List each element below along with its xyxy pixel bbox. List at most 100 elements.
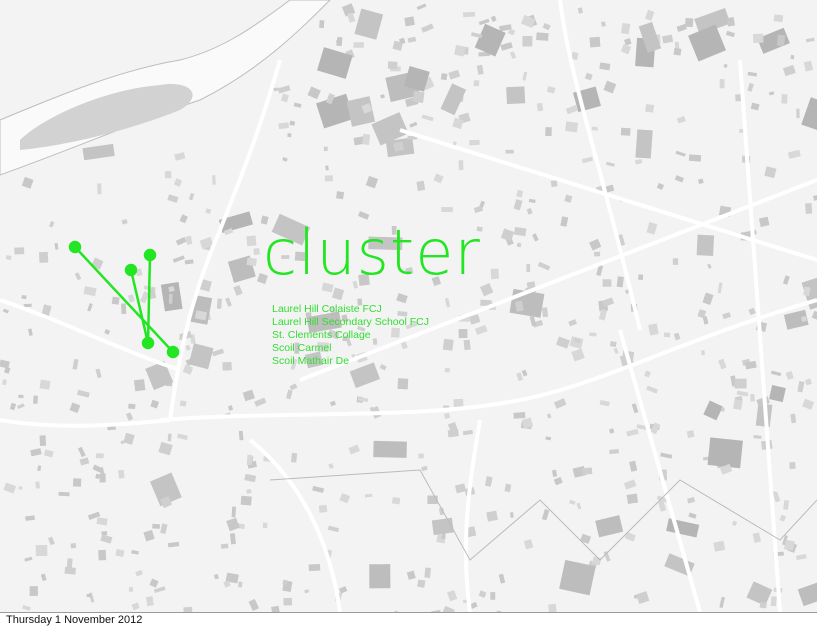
building [785,370,794,380]
building [304,589,310,594]
building [646,222,658,235]
building [238,581,243,588]
building [801,316,807,322]
building [397,378,409,390]
building [164,170,172,179]
building [150,399,160,409]
building [812,193,817,201]
building [77,446,86,458]
building [753,33,764,43]
building [719,79,725,89]
building [707,437,743,469]
building [35,544,48,557]
building [581,156,594,164]
road [299,178,817,382]
building [571,51,579,61]
building [349,362,381,389]
building [327,525,340,533]
building [526,264,531,273]
building [490,268,500,280]
building [553,398,567,409]
building [595,515,624,538]
building [160,496,173,509]
building [182,364,194,375]
building [223,580,231,588]
building [347,12,356,23]
building [598,309,608,321]
building [594,251,601,257]
building [346,96,376,127]
building [638,274,644,281]
building [348,444,361,455]
building [542,22,551,31]
slide-title: cluster [263,216,481,289]
building [405,321,418,330]
building [620,127,631,136]
building [177,433,188,441]
building [479,282,494,297]
building [289,120,296,126]
building [513,412,526,419]
building [127,294,135,303]
building [722,312,732,320]
building [782,275,790,285]
river [0,0,331,176]
building [92,464,104,474]
building [490,592,496,600]
building [478,590,487,598]
building [790,413,797,424]
building [480,299,492,307]
building [546,86,556,94]
building [328,462,334,469]
building [674,41,680,50]
building [23,303,32,308]
building [444,297,451,308]
building [271,605,280,612]
building [245,488,252,495]
building [521,369,528,377]
building [225,297,232,307]
building [47,536,55,546]
building [734,378,747,389]
building [431,276,442,287]
building [624,38,632,46]
building [802,398,815,410]
building [225,572,239,584]
building [153,586,166,594]
building [29,586,38,596]
building [510,512,514,518]
building [783,539,795,551]
building [571,348,585,362]
building [331,287,345,301]
building [273,87,280,92]
building [83,286,97,297]
building [748,307,756,316]
building [645,104,655,113]
building [223,228,234,236]
building [188,192,195,201]
building [14,247,25,255]
building [167,194,179,203]
building [609,448,619,455]
building [104,329,111,335]
building [40,573,47,582]
building [35,481,40,489]
building [532,233,539,242]
building [603,80,617,94]
building [183,606,193,612]
road [463,419,482,612]
school-marker [124,263,138,277]
building [750,102,760,111]
building [758,216,770,227]
building [478,18,490,26]
building [317,47,353,79]
building [199,236,214,250]
building [789,462,796,470]
building [513,226,527,237]
building [357,397,369,403]
building [305,312,312,318]
building [135,569,143,577]
building [476,226,483,232]
building [325,165,329,171]
building [770,596,777,607]
